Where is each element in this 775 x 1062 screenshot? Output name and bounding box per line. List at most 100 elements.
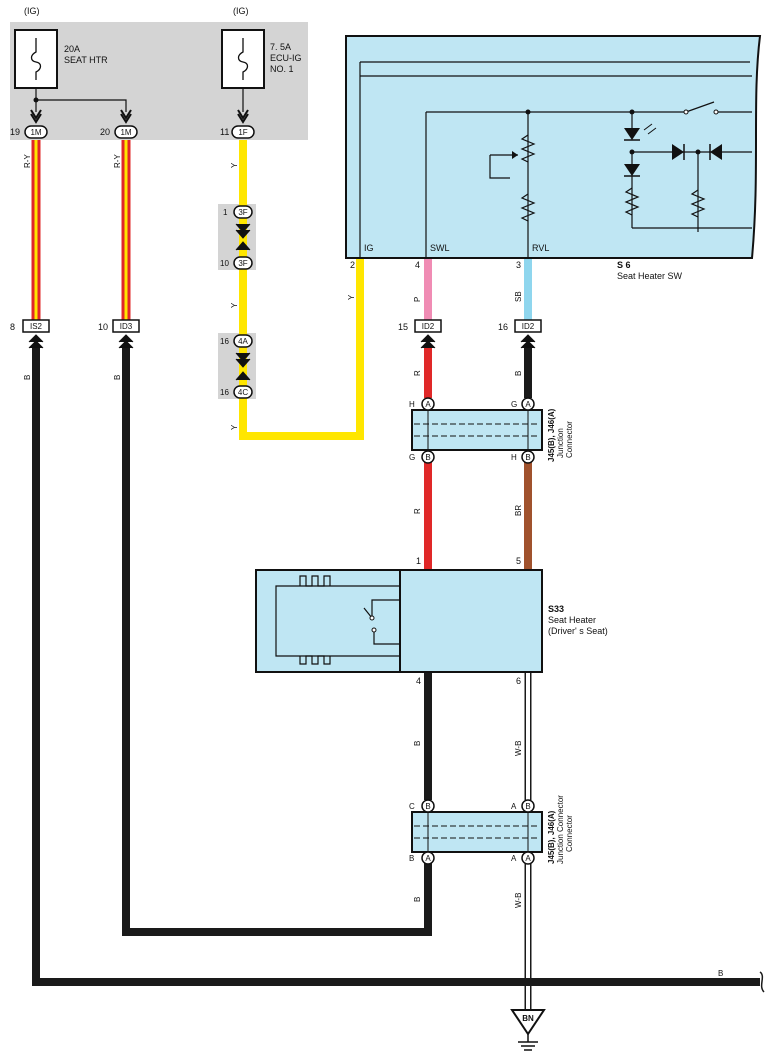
fuse-ecu-ig-name2: NO. 1 <box>270 64 294 74</box>
ground-bn: BN <box>510 1009 546 1051</box>
label-wb2: W-B <box>514 893 523 908</box>
arrow-4a-down <box>235 352 251 368</box>
label-ry2: R-Y <box>113 154 122 168</box>
label-y3: Y <box>230 424 239 430</box>
svg-text:B: B <box>425 453 430 462</box>
junction-lower-name2: Connector <box>565 815 574 852</box>
svg-text:B: B <box>525 802 530 811</box>
fuse-seat-htr-name: SEAT HTR <box>64 55 108 65</box>
label-bottom-b: B <box>718 969 723 978</box>
svg-text:C: C <box>409 802 415 811</box>
junction-upper-name: Junction <box>556 428 565 458</box>
svg-text:G: G <box>409 453 415 462</box>
fuse-ecu-ig-name: ECU-IG <box>270 53 302 63</box>
label-y1: Y <box>230 162 239 168</box>
svg-text:10: 10 <box>98 322 108 332</box>
connector-id3-10: 10 ID3 <box>98 319 140 349</box>
svg-text:1M: 1M <box>30 128 41 137</box>
pin-s6-rvl: 3 <box>516 260 521 270</box>
fuse-ecu-ig-rating: 7. 5A <box>270 42 291 52</box>
fuse-ecu-ig: (IG) 7. 5A ECU-IG NO. 1 <box>221 6 302 89</box>
label-b3: B <box>514 371 523 376</box>
svg-text:16: 16 <box>498 322 508 332</box>
svg-text:ID3: ID3 <box>120 322 133 331</box>
fuse-seat-htr-power: (IG) <box>24 6 40 16</box>
svg-text:16: 16 <box>220 388 229 397</box>
svg-text:15: 15 <box>398 322 408 332</box>
s33-pin-5: 5 <box>516 556 521 566</box>
arrow-3f-up <box>235 241 251 251</box>
svg-text:B: B <box>525 453 530 462</box>
connector-1m-20: 20 1M <box>100 125 138 139</box>
connector-3f-1: 1 3F <box>223 205 253 219</box>
wire-yellow-ig <box>239 140 364 440</box>
svg-text:19: 19 <box>10 127 20 137</box>
svg-text:1F: 1F <box>238 128 247 137</box>
arrow-4c-up <box>235 371 251 381</box>
s33-name2: (Driver' s Seat) <box>548 626 608 636</box>
s33-pin-1: 1 <box>416 556 421 566</box>
svg-text:H: H <box>511 453 517 462</box>
pin-s6-swl: 4 <box>415 260 420 270</box>
terminal-rvl: RVL <box>532 243 549 253</box>
svg-text:A: A <box>511 802 517 811</box>
svg-text:11: 11 <box>220 127 229 137</box>
svg-text:16: 16 <box>220 337 229 346</box>
label-b4: B <box>413 741 422 746</box>
connector-is2-8: 8 IS2 <box>10 319 50 349</box>
connector-4a-16: 16 4A <box>220 334 253 348</box>
seat-heater-sw: IG SWL RVL <box>345 35 762 259</box>
connector-1f-11: 11 1F <box>220 125 255 139</box>
label-r2: R <box>413 508 422 514</box>
svg-text:B: B <box>425 802 430 811</box>
s33-pin-4: 4 <box>416 676 421 686</box>
connector-id2-15: 15 ID2 <box>398 319 442 349</box>
arrow-20-1m <box>120 109 132 124</box>
junction-lower: B C B A A B A A J45(B), J46(A) Junction … <box>409 795 574 865</box>
svg-text:G: G <box>511 400 517 409</box>
label-ry1: R-Y <box>23 154 32 168</box>
junction-upper-name2: Connector <box>565 421 574 458</box>
s6-code: S 6 <box>617 260 631 270</box>
connector-3f-10: 10 3F <box>220 256 253 270</box>
svg-text:ID2: ID2 <box>422 322 435 331</box>
label-wb1: W-B <box>514 741 523 756</box>
s33-code: S33 <box>548 604 564 614</box>
connector-id2-16: 16 ID2 <box>498 319 542 349</box>
svg-text:3F: 3F <box>238 259 247 268</box>
svg-text:ID2: ID2 <box>522 322 535 331</box>
fuse-split-dot <box>33 97 39 103</box>
label-b2: B <box>113 375 122 380</box>
svg-text:4C: 4C <box>238 388 248 397</box>
fuse-seat-htr-rating: 20A <box>64 44 80 54</box>
wire-break-mark <box>759 971 765 993</box>
svg-text:1: 1 <box>223 208 228 217</box>
svg-text:IS2: IS2 <box>30 322 43 331</box>
connector-1m-19: 19 1M <box>10 125 48 139</box>
wire-black-id3 <box>122 346 432 936</box>
junction-lower-name: Junction Connector <box>556 795 565 864</box>
svg-text:8: 8 <box>10 322 15 332</box>
svg-text:4A: 4A <box>238 337 248 346</box>
svg-text:1M: 1M <box>120 128 131 137</box>
wire-labels: R-Y R-Y Y Y Y Y P SB B B R B R BR B W-B … <box>23 154 723 978</box>
svg-text:20: 20 <box>100 127 110 137</box>
arrow-11-1f <box>237 109 249 124</box>
svg-text:BN: BN <box>522 1014 534 1023</box>
s33-name: Seat Heater <box>548 615 596 625</box>
svg-text:A: A <box>425 400 431 409</box>
arrow-19-1m <box>30 109 42 124</box>
wire-black-is2 <box>32 346 760 986</box>
label-y4: Y <box>347 294 356 300</box>
arrow-3f-down <box>235 223 251 239</box>
svg-text:A: A <box>525 854 531 863</box>
label-b1: B <box>23 375 32 380</box>
fuse-ecu-ig-power: (IG) <box>233 6 249 16</box>
label-p: P <box>413 297 422 302</box>
junction-lower-code: J45(B), J46(A) <box>547 810 556 864</box>
label-br: BR <box>514 505 523 516</box>
junction-upper-code: J45(B), J46(A) <box>547 408 556 462</box>
connector-4c-16: 16 4C <box>220 385 253 399</box>
label-y2: Y <box>230 302 239 308</box>
